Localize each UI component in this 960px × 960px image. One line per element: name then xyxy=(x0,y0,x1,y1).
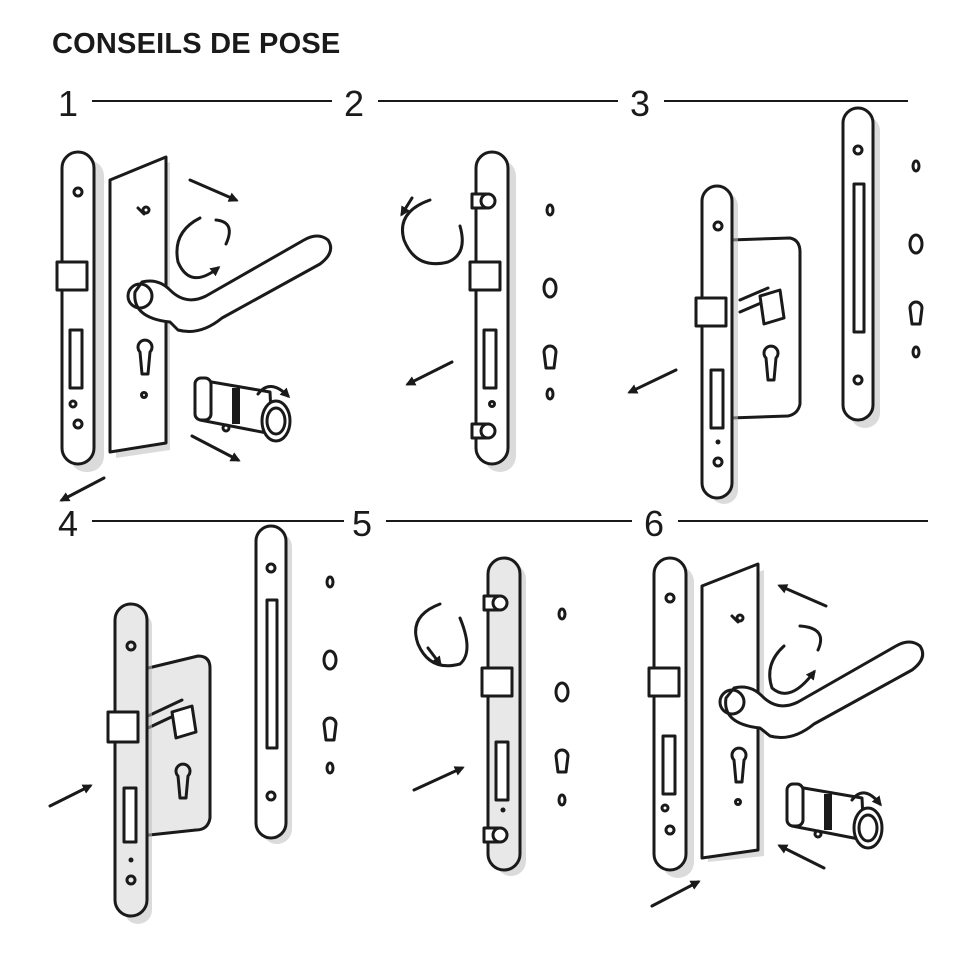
page-title: CONSEILS DE POSE xyxy=(52,28,341,60)
unscrew-rotate-arrow xyxy=(401,198,464,266)
lock-faceplate xyxy=(480,556,526,876)
mortise-lock-body xyxy=(694,184,802,504)
euro-cylinder xyxy=(785,782,884,850)
lever-handle xyxy=(126,234,333,333)
strike-plate xyxy=(841,106,880,428)
mortise-lock-body xyxy=(106,602,212,924)
lock-faceplate xyxy=(647,556,694,878)
step-3-rule xyxy=(664,100,908,102)
lock-faceplate xyxy=(55,150,104,472)
strike-plate xyxy=(254,524,292,844)
lock-out-arrow xyxy=(59,476,106,502)
lever-handle xyxy=(718,640,925,739)
rotate-arrow xyxy=(768,644,816,695)
cylinder-out-arrow xyxy=(190,434,241,462)
door-holes xyxy=(908,159,924,359)
push-arrow xyxy=(777,584,828,608)
turn-key-arrow xyxy=(256,385,291,399)
turn-key-arrow xyxy=(850,791,882,807)
lock-in-arrow xyxy=(650,880,701,908)
step-6-number: 6 xyxy=(644,503,665,544)
step-2-illustration xyxy=(400,150,558,472)
step-4-rule xyxy=(92,520,344,522)
fixing-screws xyxy=(470,192,497,440)
door-holes xyxy=(542,203,558,401)
step-2-number: 2 xyxy=(344,83,365,124)
step-1-number: 1 xyxy=(58,83,79,124)
step-5-rule xyxy=(386,520,632,522)
rotate-arrow xyxy=(175,216,221,279)
step-1-illustration xyxy=(55,150,333,502)
lock-in-arrow xyxy=(412,766,465,792)
cylinder-in-arrow xyxy=(777,844,826,870)
step-2-rule xyxy=(378,100,618,102)
euro-cylinder xyxy=(193,376,292,443)
lock-out-arrow xyxy=(627,368,678,394)
step-4-illustration xyxy=(48,524,338,924)
lock-in-arrow xyxy=(48,784,93,808)
step-5-number: 5 xyxy=(352,503,373,544)
step-6-illustration xyxy=(647,556,925,908)
step-3-illustration xyxy=(627,106,924,504)
door-holes xyxy=(322,575,338,775)
step-5-illustration xyxy=(412,556,570,876)
fixing-screws xyxy=(482,594,509,844)
step-1-rule xyxy=(92,100,332,102)
lock-out-arrow xyxy=(405,360,454,386)
pull-arrow xyxy=(188,178,239,202)
screw-rotate-arrow xyxy=(414,602,469,668)
step-4-number: 4 xyxy=(58,503,79,544)
step-3-number: 3 xyxy=(630,83,651,124)
step-6-rule xyxy=(678,520,928,522)
door-holes xyxy=(554,607,570,807)
lock-faceplate xyxy=(468,150,516,472)
